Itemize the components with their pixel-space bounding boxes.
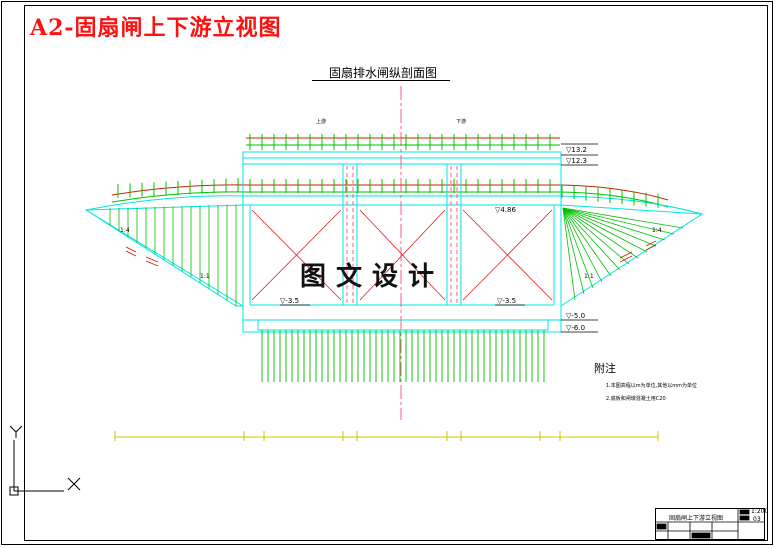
slope-line (562, 207, 684, 229)
ucs-axis-icon (9, 425, 81, 496)
pile-foundation (257, 319, 549, 382)
slope-line (562, 207, 621, 271)
left-wing-wall (84, 204, 244, 307)
title-block-sheet: 03 (753, 516, 761, 523)
cross-bracing (251, 209, 553, 301)
title-block-name: 固扇闸上下游立视图 (669, 515, 724, 522)
slope-line (562, 207, 630, 265)
slope-left-1: 1:4 (120, 227, 130, 234)
lower-railing (85, 178, 703, 215)
watermark: 图文设计 (300, 262, 445, 292)
elev-floor-right: ▽-3.5 (497, 297, 516, 305)
elev-deck: ▽12.3 (566, 157, 587, 165)
slope-left-2: 1:1 (200, 273, 210, 280)
label-upstream: 上游 (316, 118, 326, 125)
slope-line (562, 207, 576, 301)
note-item-1: 1.本图高程以m为单位,其他以mm为单位 (606, 383, 697, 389)
slope-line (562, 207, 648, 253)
sluice-body (242, 163, 562, 333)
section-title-underline (312, 80, 450, 81)
section-title: 固扇排水闸纵剖面图 (329, 66, 438, 80)
label-downstream: 下游 (456, 118, 466, 125)
upper-railing (242, 134, 562, 165)
slope-hatches (125, 240, 657, 267)
slope-line (562, 207, 585, 295)
elev-base-1: ▽-5.0 (566, 312, 585, 320)
elev-crest: ▽13.2 (566, 146, 587, 154)
title-block-scale: 1:200 (751, 508, 769, 515)
dimension-line (114, 431, 659, 441)
inner-frame (24, 5, 768, 541)
slope-line (562, 207, 603, 283)
slope-line (562, 207, 612, 277)
slope-line (562, 207, 666, 241)
elev-water: ▽4.86 (495, 206, 517, 214)
drawing-title: A2-固扇闸上下游立视图 (30, 15, 282, 41)
right-wing-wall (560, 204, 704, 307)
slope-line (562, 207, 639, 259)
elevation-leaders (280, 143, 598, 333)
slope-right-2: 1:1 (584, 273, 594, 280)
title-block (655, 508, 765, 540)
elev-floor-left: ▽-3.5 (280, 297, 299, 305)
slope-line (562, 207, 675, 235)
slope-line (562, 207, 594, 289)
slope-right-1: 1:4 (652, 227, 662, 234)
pier-centerlines (346, 166, 458, 303)
notes-heading: 附注 (594, 362, 616, 375)
title-block-grid (655, 508, 765, 540)
elev-base-2: ▽-6.0 (566, 324, 585, 332)
note-item-2: 2.底板和闸墩混凝土用C20 (606, 396, 666, 402)
slope-line (562, 207, 657, 247)
